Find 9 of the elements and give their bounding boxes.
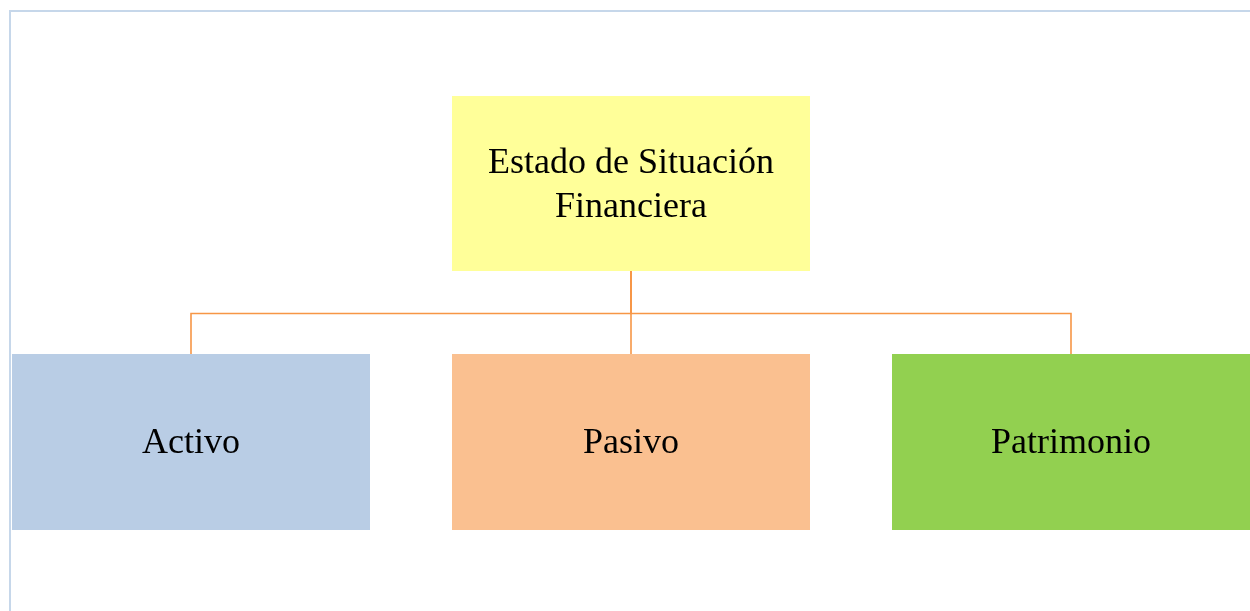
connector-line <box>630 270 1072 355</box>
category-box <box>12 354 370 530</box>
category-box <box>452 354 810 530</box>
box-label: Patrimonio <box>991 420 1151 464</box>
box-label: Estado de Situación Financiera <box>487 140 775 227</box>
category-box <box>892 354 1250 530</box>
box-label: Pasivo <box>583 420 679 464</box>
category-box <box>452 96 810 271</box>
box-label: Activo <box>142 420 240 464</box>
